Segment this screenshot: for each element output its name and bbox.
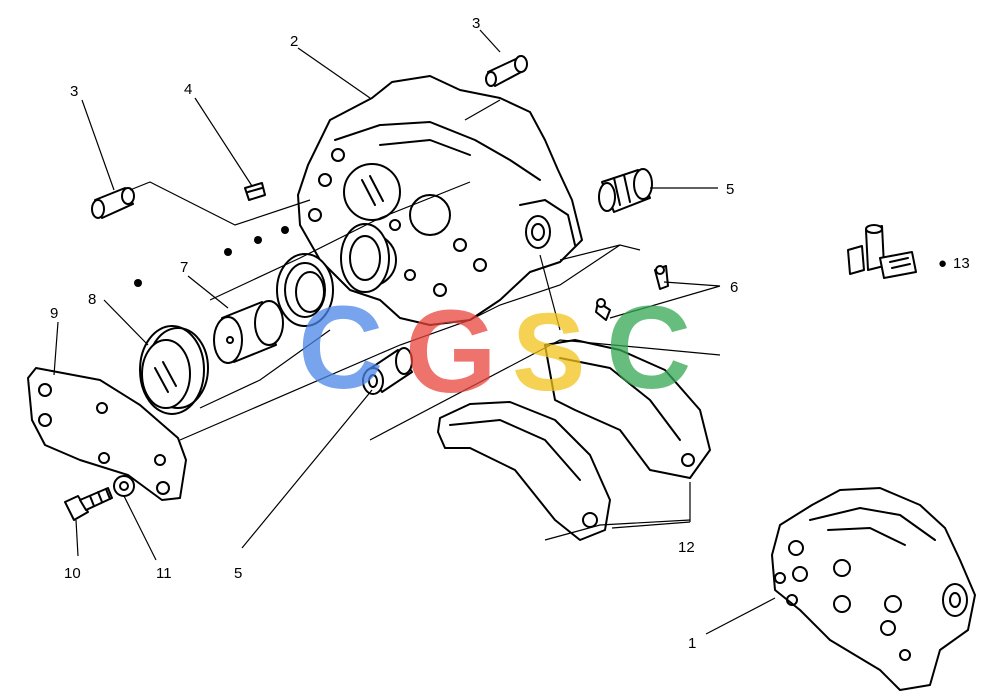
assembled-caliper (771, 487, 976, 691)
callout-4: 4 (184, 81, 192, 98)
washer (113, 475, 135, 497)
callout-3-left: 3 (70, 83, 78, 100)
callout-dots (134, 226, 289, 287)
dust-boot (139, 325, 209, 415)
guide-pin-upper (485, 55, 528, 87)
guide-pin-left (91, 187, 135, 219)
callout-7: 7 (180, 259, 188, 276)
guide-bushing-right (598, 168, 653, 213)
cover-plate (27, 367, 187, 501)
leader-lines (53, 29, 776, 635)
callout-2: 2 (290, 33, 298, 50)
caliper-piston (213, 300, 284, 364)
watermark-letter-s: S (512, 291, 585, 414)
callout-13: 13 (953, 255, 970, 272)
guide-bushing-lower (362, 347, 413, 395)
callout-3-upper: 3 (472, 15, 480, 32)
callout-1: 1 (688, 635, 696, 652)
callout-9: 9 (50, 305, 58, 322)
callout-5-upper: 5 (726, 181, 734, 198)
assembly-lines (129, 99, 721, 541)
mounting-bolt (64, 487, 113, 521)
callout-13-marker: ● (938, 255, 947, 272)
watermark-letter-c1: C (298, 282, 383, 414)
brake-pad-front (437, 401, 611, 541)
callout-11: 11 (156, 565, 172, 582)
watermark-letter-c2: C (606, 282, 691, 414)
pin-kit (847, 224, 917, 279)
watermark-letter-g: G (405, 286, 497, 418)
retaining-screws (595, 265, 669, 321)
callout-8: 8 (88, 291, 96, 308)
bleeder-screw (244, 182, 266, 201)
callout-5-lower: 5 (234, 565, 242, 582)
callout-labels: 2 3 3 4 5 6 7 8 9 10 11 5 12 1 ● 13 (50, 15, 970, 652)
callout-10: 10 (64, 565, 81, 582)
callout-6: 6 (730, 279, 738, 296)
piston-seal-stack (276, 223, 390, 327)
watermark: C G S C (298, 282, 691, 418)
brake-pad-rear (544, 339, 711, 479)
callout-12: 12 (678, 539, 695, 556)
